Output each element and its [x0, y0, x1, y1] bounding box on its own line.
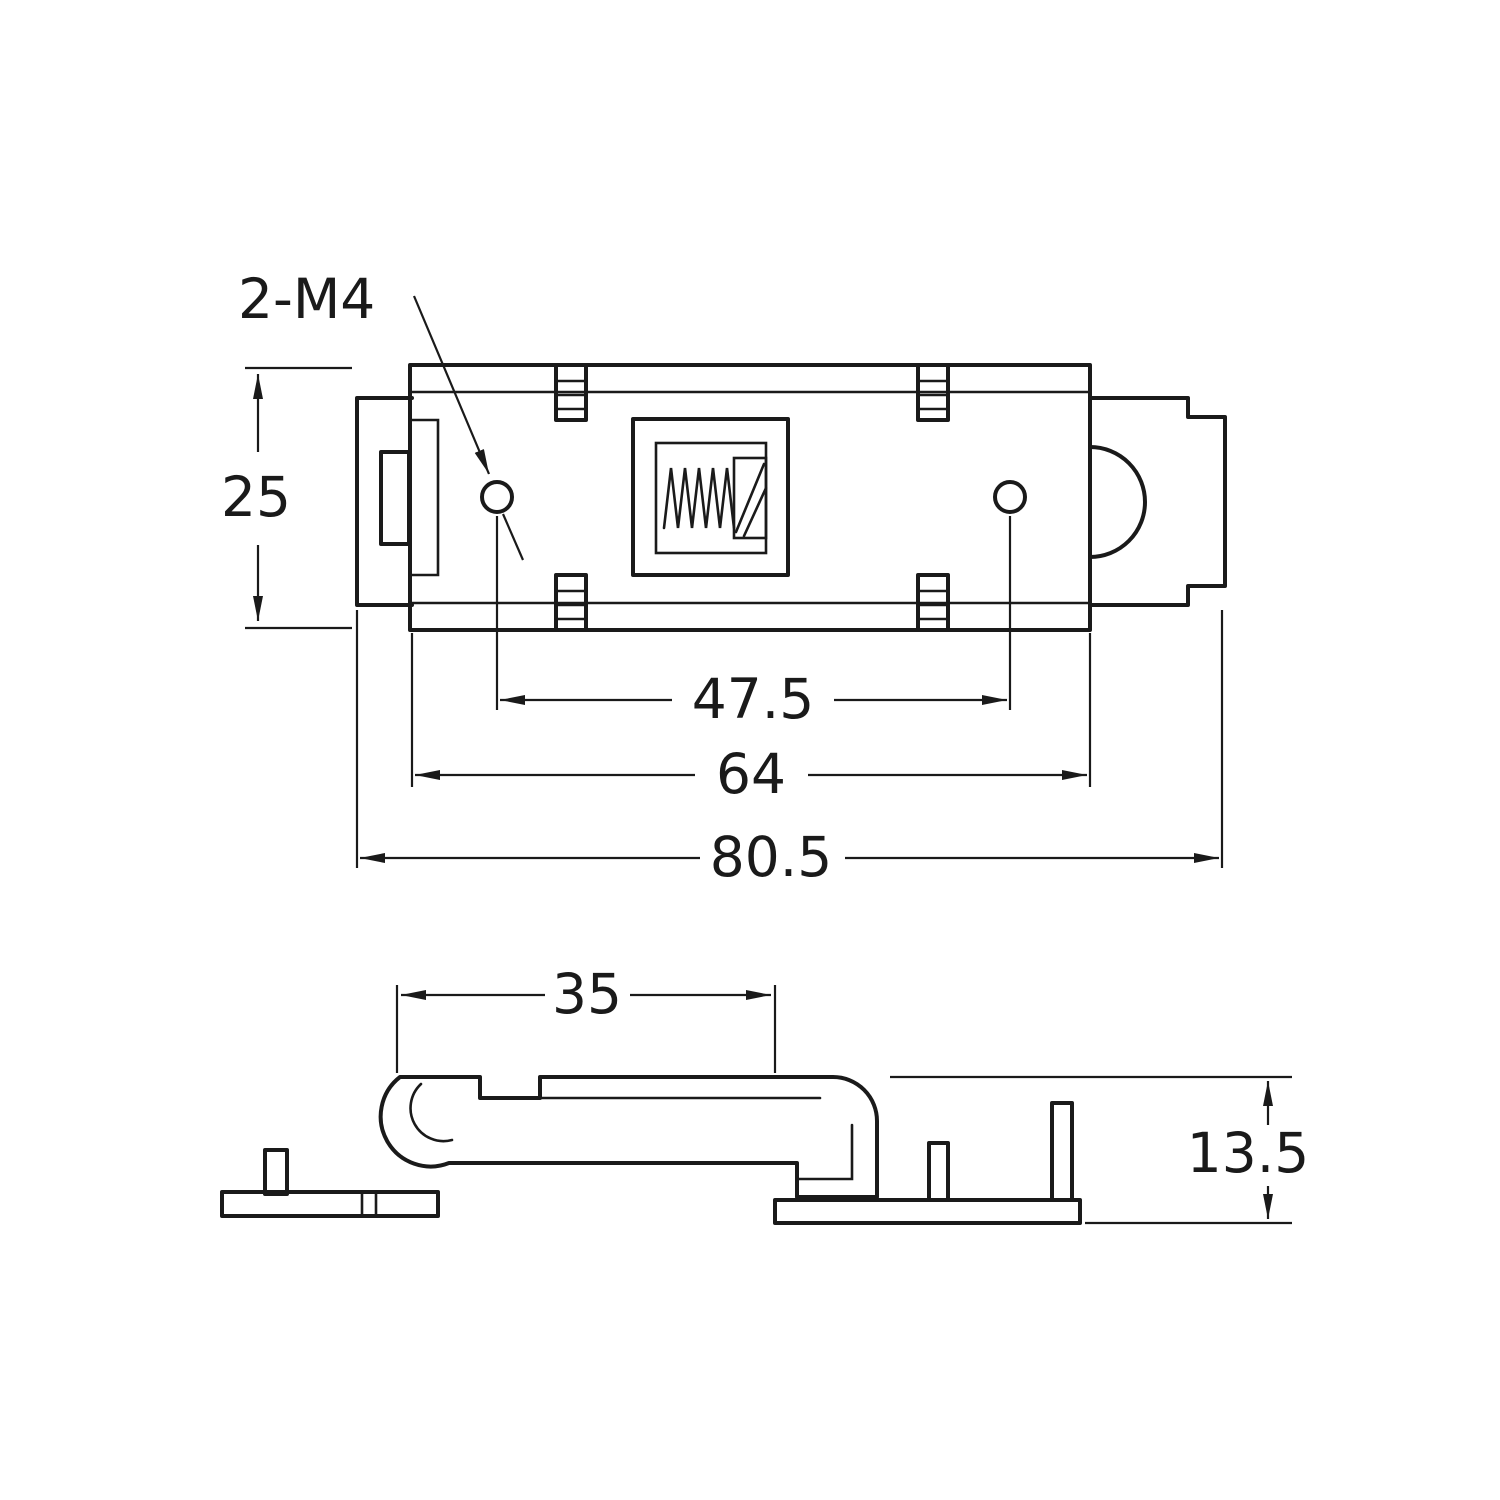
top-view-dimensions: 25 2-M4 47.5 64	[221, 267, 1224, 889]
spring-housing-outline	[631, 417, 790, 577]
right-pin-tall	[1050, 1101, 1074, 1202]
dimension-label-80-5: 80.5	[710, 825, 832, 889]
dimension-label-35: 35	[552, 962, 622, 1026]
clip-tab-bottom-right	[916, 573, 950, 632]
clip-tab-bottom-left	[554, 573, 588, 632]
thread-callout: 2-M4	[238, 267, 525, 561]
left-ear-slot	[379, 450, 411, 546]
plunger-hatch-2	[742, 486, 768, 538]
plunger-hatch-1	[734, 462, 766, 534]
top-view	[355, 363, 1227, 632]
dimension-body-width-64: 64	[410, 633, 1092, 806]
dimension-top-width-35: 35	[395, 962, 777, 1073]
dimension-label-13-5: 13.5	[1187, 1121, 1309, 1185]
right-ear	[1088, 396, 1227, 607]
left-leg	[263, 1148, 289, 1196]
side-view	[220, 1075, 1082, 1225]
clip-tab-top-right	[916, 363, 950, 422]
dimension-label-47-5: 47.5	[692, 667, 814, 731]
right-foot-bar	[773, 1198, 1082, 1225]
side-inner-left-arc	[409, 1082, 454, 1143]
left-foot-bar	[220, 1190, 440, 1218]
thread-callout-leader-tail	[501, 513, 525, 561]
spring-coil	[662, 467, 736, 530]
spring-plunger	[732, 456, 768, 540]
right-ear-semicircle	[1088, 445, 1147, 559]
dimension-label-64: 64	[716, 742, 786, 806]
dimension-height-25: 25	[221, 366, 352, 630]
side-profile-outline	[378, 1075, 879, 1199]
mounting-hole-left	[480, 480, 514, 514]
spring-housing	[631, 417, 790, 577]
right-pin-short	[927, 1141, 950, 1202]
side-view-dimensions: 35 13.5	[395, 962, 1309, 1225]
left-channel-line	[410, 418, 440, 577]
left-ear	[355, 396, 414, 607]
dimension-height-13-5: 13.5	[890, 1075, 1309, 1225]
thread-callout-leader	[412, 295, 491, 475]
mounting-hole-right	[993, 480, 1027, 514]
dimension-hole-spacing-47-5: 47.5	[495, 516, 1012, 731]
thread-callout-label: 2-M4	[238, 267, 375, 331]
dimension-overall-width-80-5: 80.5	[355, 610, 1224, 889]
dimension-label-25: 25	[221, 465, 291, 529]
clip-tab-top-left	[554, 363, 588, 422]
side-inner-hook-line	[797, 1123, 854, 1181]
